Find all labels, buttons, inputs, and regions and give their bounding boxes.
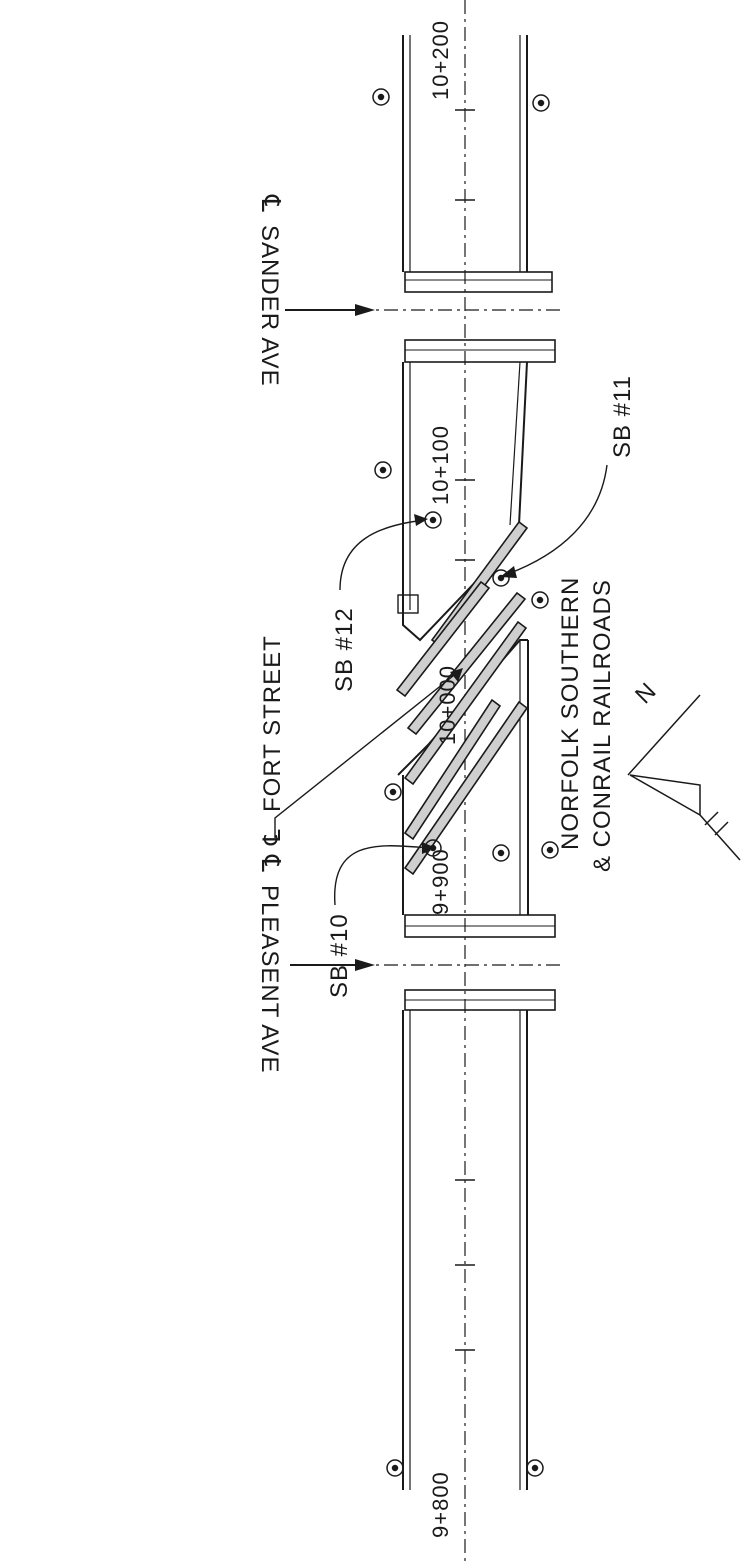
sander-ave-centerline bbox=[285, 304, 565, 316]
fort-street-label: ℄ FORT STREET bbox=[259, 635, 286, 846]
fort-street-name: FORT STREET bbox=[259, 635, 286, 812]
survey-point-icon bbox=[492, 844, 510, 862]
sander-ave-label: SANDER AVE bbox=[256, 225, 283, 387]
railroad-tracks bbox=[395, 520, 529, 876]
survey-point-icon bbox=[386, 1459, 404, 1477]
rail-track-6 bbox=[403, 700, 529, 876]
structure-callouts: SB #12 SB #11 SB #10 bbox=[326, 375, 636, 998]
callout-sb12: SB #12 bbox=[331, 607, 358, 692]
centerline-symbol: ℄ bbox=[256, 854, 286, 873]
pleasent-ave-centerline bbox=[290, 959, 565, 971]
pleasent-ave-label: PLEASENT AVE bbox=[256, 885, 283, 1074]
station-label-9900: 9+900 bbox=[428, 848, 453, 915]
station-label-10100: 10+100 bbox=[428, 425, 453, 505]
survey-point-icon bbox=[541, 841, 559, 859]
callout-sb10: SB #10 bbox=[326, 913, 353, 998]
leader-lines bbox=[274, 464, 608, 906]
road-segment-bottom bbox=[402, 989, 556, 1490]
survey-point-icon bbox=[531, 591, 549, 609]
survey-point-icon bbox=[372, 88, 390, 106]
station-label-9800: 9+800 bbox=[428, 1471, 453, 1538]
station-label-10200: 10+200 bbox=[428, 20, 453, 100]
survey-point-icon bbox=[526, 1459, 544, 1477]
centerline-symbol: ℄ bbox=[256, 194, 286, 213]
survey-point-icon bbox=[374, 461, 392, 479]
road-segment-upper-middle bbox=[397, 339, 556, 642]
railroad-label-line1: NORFOLK SOUTHERN bbox=[557, 577, 584, 850]
railroad-label: NORFOLK SOUTHERN & CONRAIL RAILROADS bbox=[557, 577, 616, 872]
road-segment-top bbox=[402, 35, 553, 293]
cross-street-labels: ℄ SANDER AVE ℄ PLEASENT AVE bbox=[256, 194, 286, 1074]
road-centerline bbox=[455, 0, 475, 1562]
survey-point-icon bbox=[532, 94, 550, 112]
station-labels: 10+200 10+100 10+000 9+900 9+800 bbox=[428, 20, 460, 1538]
north-arrow-label: N bbox=[630, 677, 662, 709]
fort-street-centerline-symbol: ℄ bbox=[259, 829, 286, 846]
rail-track-3 bbox=[406, 591, 527, 736]
survey-point-icon bbox=[384, 783, 402, 801]
rail-track-2 bbox=[395, 580, 491, 698]
north-arrow-icon: N bbox=[627, 677, 741, 861]
rail-track-4 bbox=[403, 620, 528, 786]
callout-sb11: SB #11 bbox=[609, 375, 636, 458]
rail-track-5 bbox=[403, 698, 502, 841]
station-label-10000: 10+000 bbox=[435, 665, 460, 745]
road-segment-lower-middle bbox=[397, 639, 556, 938]
survey-point-icon bbox=[424, 511, 442, 529]
railroad-label-line2: & CONRAIL RAILROADS bbox=[589, 579, 616, 872]
